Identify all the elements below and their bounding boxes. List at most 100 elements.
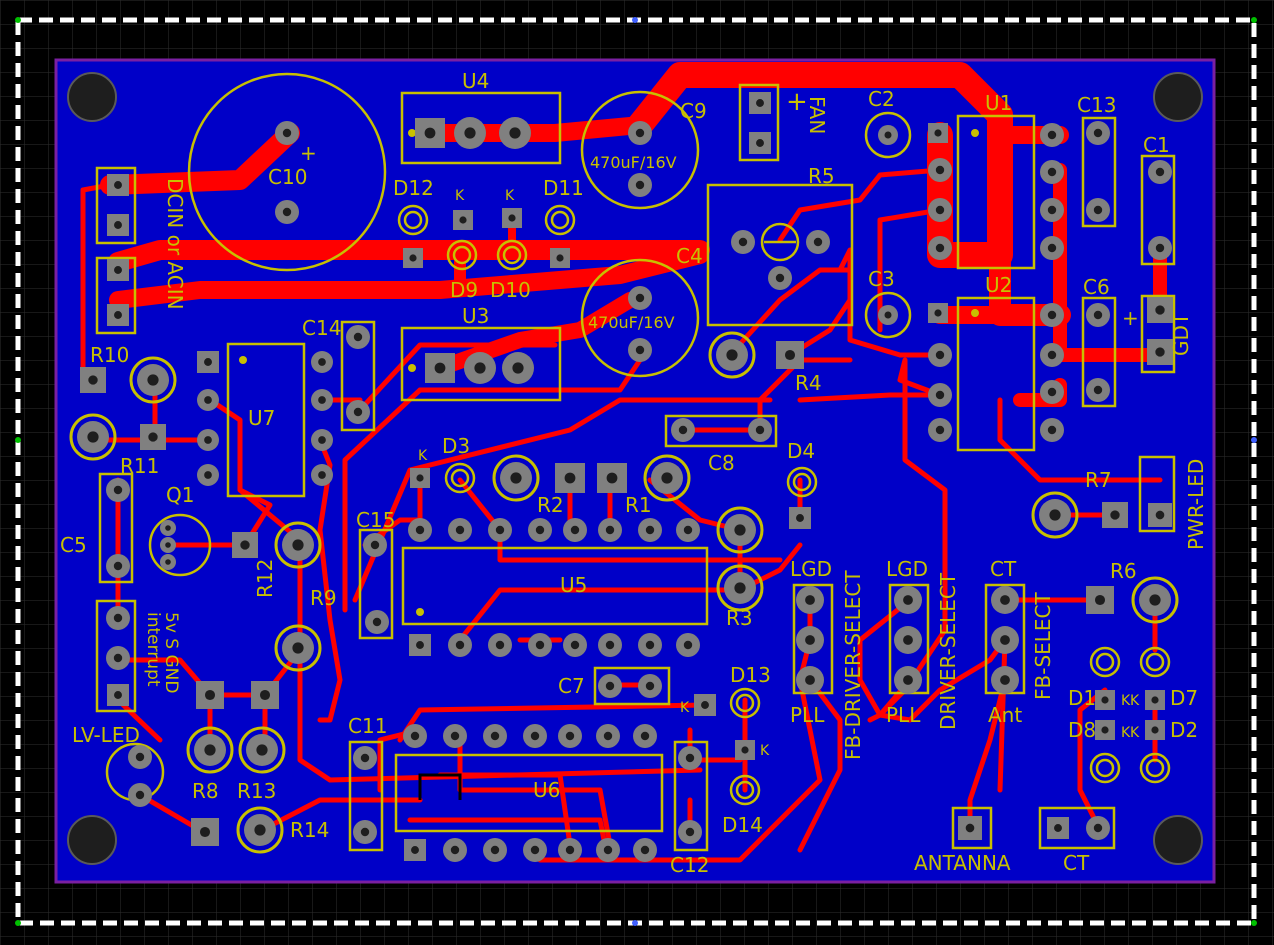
label-c1: C1 bbox=[1143, 133, 1170, 157]
pad-hole bbox=[318, 436, 326, 444]
k-marker: K bbox=[1121, 725, 1131, 741]
keepout-marker bbox=[632, 17, 638, 23]
pad-hole bbox=[455, 525, 465, 535]
pad-hole bbox=[635, 128, 645, 138]
label-r12: R12 bbox=[253, 559, 277, 598]
pad-hole bbox=[318, 471, 326, 479]
pad-hole bbox=[813, 237, 823, 247]
pad-hole bbox=[114, 311, 122, 319]
label-pll-2: PLL bbox=[886, 703, 921, 727]
pad-hole bbox=[934, 309, 942, 317]
pad-hole bbox=[1093, 205, 1103, 215]
label-plus-gdt: + bbox=[1122, 306, 1139, 330]
ring-pad-outline bbox=[238, 726, 286, 774]
pad-hole bbox=[903, 635, 913, 645]
label-c6: C6 bbox=[1083, 275, 1110, 299]
pad-hole bbox=[1110, 510, 1120, 520]
pad-hole bbox=[755, 425, 765, 435]
pad-hole bbox=[645, 640, 655, 650]
pad-hole bbox=[756, 139, 764, 147]
pad-hole bbox=[805, 595, 815, 605]
label-c14: C14 bbox=[302, 316, 341, 340]
k-marker: K bbox=[455, 188, 465, 204]
label-d7: D7 bbox=[1170, 686, 1198, 710]
pad-hole bbox=[292, 539, 304, 551]
pad-hole bbox=[1047, 387, 1057, 397]
pad-hole bbox=[372, 617, 382, 627]
pad-hole bbox=[640, 845, 650, 855]
pad-hole bbox=[1094, 594, 1106, 606]
label-pwr-led: PWR-LED bbox=[1184, 459, 1208, 550]
label-plus-c10: + bbox=[300, 141, 317, 165]
pad-hole bbox=[1047, 350, 1057, 360]
pad-hole bbox=[360, 827, 370, 837]
pad-hole bbox=[645, 681, 655, 691]
pad-hole bbox=[565, 731, 575, 741]
pad-hole bbox=[935, 165, 945, 175]
label-r2: R2 bbox=[537, 493, 564, 517]
pad-hole bbox=[805, 635, 815, 645]
pad-hole bbox=[1047, 310, 1057, 320]
pad-hole bbox=[450, 731, 460, 741]
label-ant: Ant bbox=[988, 703, 1022, 727]
pad-hole bbox=[1155, 167, 1165, 177]
pad-hole bbox=[685, 827, 695, 837]
pad-hole bbox=[165, 542, 171, 548]
pad-hole bbox=[645, 525, 655, 535]
pad-hole bbox=[570, 525, 580, 535]
label-c2: C2 bbox=[868, 87, 895, 111]
pad-hole bbox=[318, 358, 326, 366]
pad-hole bbox=[935, 205, 945, 215]
pad-hole bbox=[254, 824, 266, 836]
keepout-marker bbox=[632, 920, 638, 926]
label-cap-c9-value: 470uF/16V bbox=[590, 153, 677, 172]
pad-hole bbox=[415, 525, 425, 535]
label-antanna: ANTANNA bbox=[914, 851, 1011, 875]
pad-hole bbox=[1151, 696, 1159, 704]
pad-hole bbox=[495, 640, 505, 650]
pad-hole bbox=[603, 845, 613, 855]
pad-hole bbox=[114, 691, 122, 699]
pad-hole bbox=[459, 216, 467, 224]
label-fan: FAN bbox=[805, 96, 829, 134]
k-marker: K bbox=[1130, 725, 1140, 741]
pad-hole bbox=[204, 689, 216, 701]
pad-hole bbox=[903, 595, 913, 605]
pad-hole bbox=[165, 525, 171, 531]
label-fb-select: FB-SELECT bbox=[1031, 591, 1055, 700]
pad-hole bbox=[1155, 243, 1165, 253]
label-c3: C3 bbox=[868, 267, 895, 291]
pad-hole bbox=[635, 345, 645, 355]
pad-hole bbox=[683, 640, 693, 650]
keepout-marker bbox=[1251, 920, 1257, 926]
label-q1: Q1 bbox=[166, 483, 194, 507]
pad-hole bbox=[204, 396, 212, 404]
pad-hole bbox=[87, 431, 99, 443]
pad-hole bbox=[148, 432, 158, 442]
pad-hole bbox=[635, 293, 645, 303]
label-gdt: GDT bbox=[1169, 312, 1193, 356]
pad-hole bbox=[556, 254, 564, 262]
label-r3: R3 bbox=[726, 606, 753, 630]
pad-hole bbox=[450, 845, 460, 855]
pad-hole bbox=[114, 221, 122, 229]
pad-hole bbox=[1093, 823, 1103, 833]
pad-hole bbox=[259, 689, 271, 701]
pad-hole bbox=[434, 362, 446, 374]
pad-hole bbox=[410, 731, 420, 741]
pad-hole bbox=[165, 559, 171, 565]
pad-hole bbox=[605, 525, 615, 535]
pad-hole bbox=[411, 846, 419, 854]
pad-hole bbox=[935, 350, 945, 360]
ring-pad-outline bbox=[716, 564, 764, 612]
pad-hole bbox=[508, 214, 516, 222]
label-r5: R5 bbox=[808, 164, 835, 188]
pad-hole bbox=[1000, 635, 1010, 645]
pad-hole bbox=[530, 731, 540, 741]
label-c13: C13 bbox=[1077, 93, 1116, 117]
label-d3: D3 bbox=[442, 434, 470, 458]
label-lv-led: LV-LED bbox=[72, 723, 140, 747]
k-marker: K bbox=[1121, 693, 1131, 709]
pad-hole bbox=[1093, 310, 1103, 320]
pad-hole bbox=[282, 207, 292, 217]
